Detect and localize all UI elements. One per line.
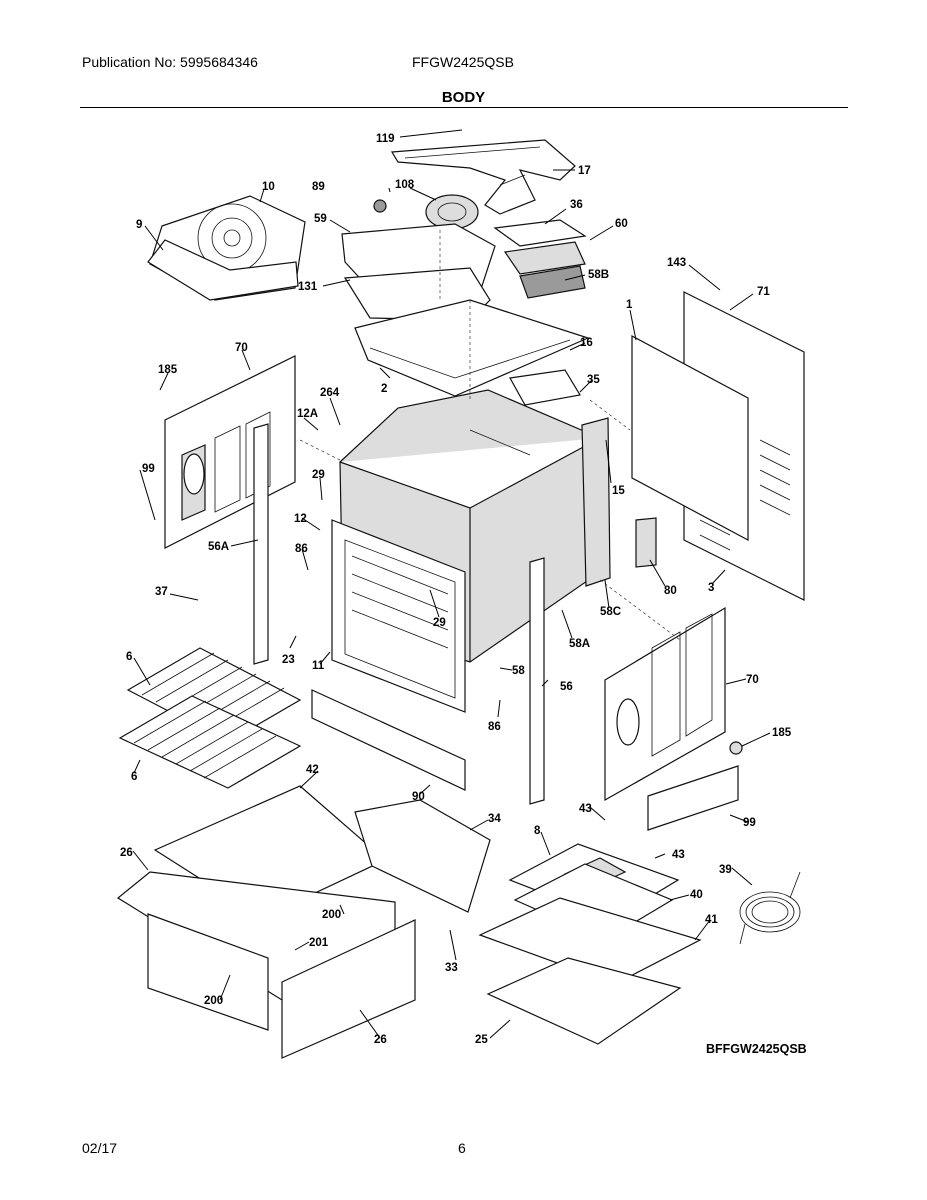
front-kick-panel — [311, 689, 466, 791]
publication-number: Publication No: 5995684346 — [82, 54, 258, 70]
part-callouts: 119 17 108 89 10 9 59 36 60 143 71 131 5… — [120, 133, 792, 1046]
callout-58B: 58B — [588, 269, 609, 281]
right-trim-strip — [529, 557, 545, 805]
power-cord — [739, 871, 801, 945]
right-side-panel — [604, 606, 743, 802]
broiler-drawer-frame — [354, 799, 491, 913]
callout-11: 11 — [312, 660, 325, 672]
model-number: FFGW2425QSB — [412, 54, 514, 70]
callout-185-left: 185 — [158, 364, 178, 376]
lower-side-bracket — [647, 765, 739, 831]
callout-34: 34 — [488, 813, 501, 825]
section-title: BODY — [441, 89, 486, 106]
callout-40: 40 — [690, 889, 703, 901]
callout-6-top: 6 — [126, 651, 132, 663]
callout-70-left: 70 — [235, 342, 248, 354]
callout-89: 89 — [312, 181, 325, 193]
callout-12A: 12A — [297, 408, 318, 420]
callout-41: 41 — [705, 914, 718, 926]
left-side-panel — [164, 355, 296, 549]
burner-fan — [373, 194, 479, 230]
callout-42: 42 — [306, 764, 319, 776]
callout-264: 264 — [320, 387, 340, 399]
callout-25: 25 — [475, 1034, 488, 1046]
callout-10: 10 — [262, 181, 275, 193]
broiler-element — [147, 195, 306, 301]
leader-lines — [132, 129, 771, 1039]
drawer-assembly — [116, 785, 416, 1059]
callout-185-right: 185 — [772, 727, 792, 739]
callout-12: 12 — [294, 513, 307, 525]
callout-56A: 56A — [208, 541, 229, 553]
callout-99-right: 99 — [743, 817, 756, 829]
callout-1: 1 — [626, 299, 633, 311]
callout-8: 8 — [534, 825, 541, 837]
gas-valve — [635, 517, 657, 568]
callout-200-bottom: 200 — [204, 995, 223, 1007]
callout-43-bottom: 43 — [672, 849, 685, 861]
diagram-model-code: BFFGW2425QSB — [706, 1042, 807, 1056]
callout-37: 37 — [155, 586, 168, 598]
callout-23: 23 — [282, 654, 295, 666]
callout-3: 3 — [708, 582, 714, 594]
callout-119: 119 — [376, 133, 395, 145]
callout-16: 16 — [580, 337, 593, 349]
callout-90: 90 — [412, 791, 425, 803]
callout-86-top: 86 — [295, 543, 308, 555]
footer-date: 02/17 — [82, 1140, 118, 1156]
side-insulation — [581, 417, 611, 587]
callout-59: 59 — [314, 213, 327, 225]
callout-58A: 58A — [569, 638, 590, 650]
exploded-parts-diagram: 119 17 108 89 10 9 59 36 60 143 71 131 5… — [116, 129, 807, 1059]
callout-60: 60 — [615, 218, 628, 230]
callout-39: 39 — [719, 864, 732, 876]
callout-143: 143 — [667, 257, 686, 269]
burner-plate — [341, 223, 590, 397]
left-trim-strip — [253, 423, 269, 665]
callout-58C: 58C — [600, 606, 621, 618]
callout-36: 36 — [570, 199, 583, 211]
callout-26-top: 26 — [120, 847, 133, 859]
callout-6-bottom: 6 — [131, 771, 137, 783]
header-divider — [80, 107, 848, 108]
callout-35: 35 — [587, 374, 600, 386]
callout-58: 58 — [512, 665, 525, 677]
callout-2: 2 — [381, 383, 387, 395]
callout-200-mid: 200 — [322, 909, 341, 921]
callout-33: 33 — [445, 962, 458, 974]
callout-131: 131 — [298, 281, 318, 293]
callout-43-top: 43 — [579, 803, 592, 815]
callout-29-mid: 29 — [433, 617, 446, 629]
callout-99-left: 99 — [142, 463, 155, 475]
rear-panel — [631, 291, 805, 601]
page-number: 6 — [458, 1140, 466, 1156]
oven-racks — [118, 647, 302, 789]
callout-17: 17 — [578, 165, 591, 177]
top-insulation — [493, 219, 587, 406]
callout-29-top: 29 — [312, 469, 325, 481]
callout-56: 56 — [560, 681, 573, 693]
callout-201: 201 — [309, 937, 329, 949]
callout-86-bottom: 86 — [488, 721, 501, 733]
top-vent-duct — [390, 139, 576, 215]
oven-cavity — [331, 389, 604, 713]
callout-80: 80 — [664, 585, 677, 597]
callout-108: 108 — [395, 179, 415, 191]
callout-15: 15 — [612, 485, 625, 497]
callout-71: 71 — [757, 286, 770, 298]
broiler-pan — [478, 843, 702, 1045]
callout-9: 9 — [136, 219, 142, 231]
callout-26-bottom: 26 — [374, 1034, 387, 1046]
callout-70-right: 70 — [746, 674, 759, 686]
